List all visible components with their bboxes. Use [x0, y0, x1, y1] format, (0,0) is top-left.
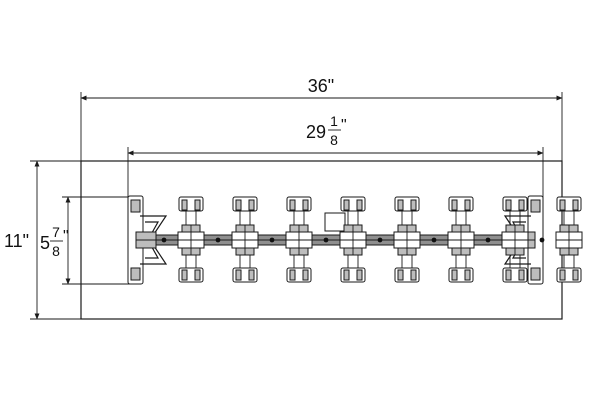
- valve-5: [393, 196, 421, 283]
- burner-depth-unit: ": [63, 228, 69, 245]
- burner-depth-whole: 5: [40, 233, 50, 253]
- jet-dot-1: [161, 237, 167, 243]
- burner-width-denominator: 8: [330, 132, 338, 148]
- valve-1: [177, 196, 205, 283]
- jet-dot-4: [323, 237, 329, 243]
- left-end-bracket: [127, 195, 168, 285]
- jet-dot-7: [485, 237, 491, 243]
- burner-depth-numerator: 7: [52, 224, 60, 240]
- valve-8: [555, 196, 583, 283]
- overall-depth-label: 11": [4, 231, 29, 251]
- burner-width-whole: 29: [306, 122, 326, 142]
- valve-3: [285, 196, 313, 283]
- center-inlet-box: [324, 212, 346, 232]
- burner-width-dimension: 29 1 8 ": [127, 113, 544, 205]
- overall-width-label: 36": [308, 76, 334, 96]
- jet-dot-2: [215, 237, 221, 243]
- valve-2: [231, 196, 259, 283]
- burner-depth-dimension: 5 7 8 ": [40, 196, 132, 285]
- valve-row: [177, 196, 583, 283]
- burner-depth-denominator: 8: [52, 243, 60, 259]
- jet-dot-5: [377, 237, 383, 243]
- valve-4: [339, 196, 367, 283]
- jet-row: [161, 237, 545, 243]
- burner-assembly: [127, 195, 583, 285]
- jet-dot-6: [431, 237, 437, 243]
- valve-6: [447, 196, 475, 283]
- jet-dot-8: [539, 237, 545, 243]
- burner-width-unit: ": [341, 117, 347, 134]
- overall-width-dimension: 36": [80, 76, 563, 161]
- overall-depth-dimension: 11": [4, 160, 81, 320]
- valve-7: [501, 196, 529, 283]
- jet-dot-3: [269, 237, 275, 243]
- burner-width-numerator: 1: [330, 113, 338, 129]
